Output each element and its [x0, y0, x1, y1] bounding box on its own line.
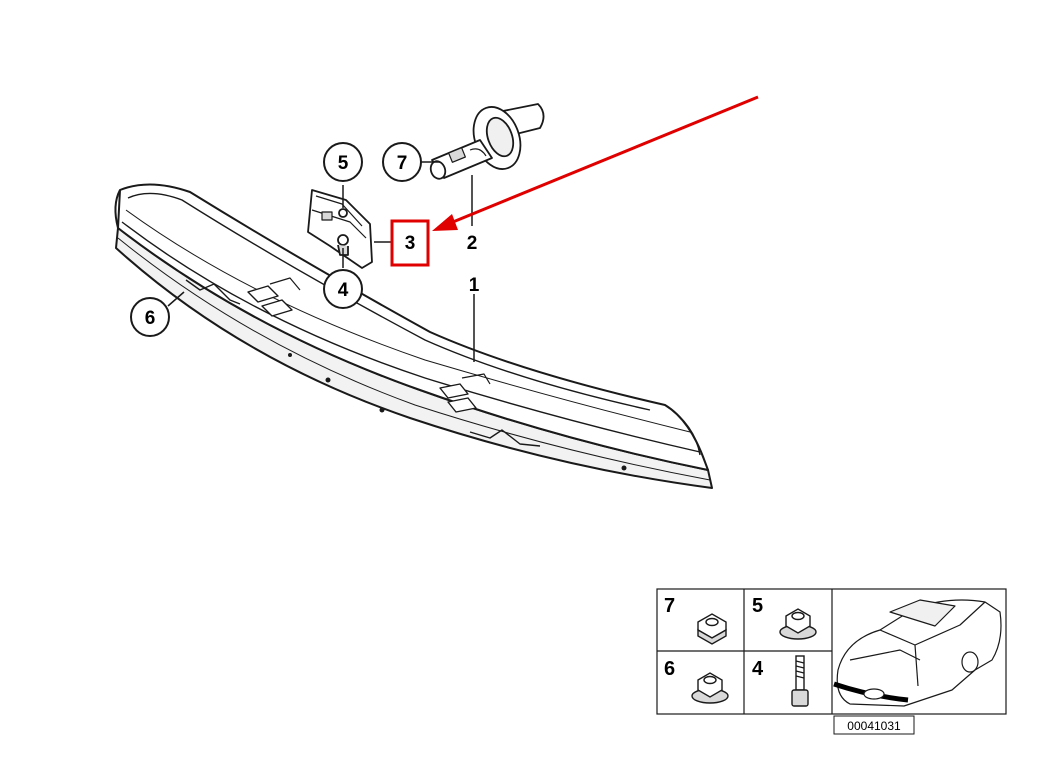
- callout-6: 6: [130, 297, 170, 337]
- legend-4-label: 4: [752, 658, 764, 680]
- highlight-box: [390, 219, 430, 267]
- arrow-head-icon: [432, 214, 458, 231]
- callout-4: 4: [323, 269, 363, 309]
- bracket: [307, 189, 373, 269]
- legend-5-label: 5: [752, 595, 763, 617]
- diagram-code-box: 00041031: [833, 715, 915, 735]
- callout-6-label: 6: [145, 308, 156, 329]
- highlight-annotation: [390, 95, 759, 267]
- flange-nut-icon: [691, 672, 729, 704]
- callout-7: 7: [382, 142, 422, 182]
- callout-1-label: 1: [469, 275, 480, 296]
- legend-cell-6: 6: [664, 658, 729, 704]
- callout-5-label: 5: [338, 153, 349, 174]
- arrow-shaft: [447, 95, 759, 226]
- legend-6-label: 6: [664, 658, 675, 680]
- flange-nut-icon: [779, 608, 817, 640]
- callout-5: 5: [323, 142, 363, 182]
- legend-cell-7: 7: [664, 595, 727, 645]
- callout-7-label: 7: [397, 153, 408, 174]
- legend-cell-4: 4: [752, 655, 809, 707]
- stud-bolt-icon: [791, 655, 809, 707]
- callout-3-label: 3: [405, 233, 416, 254]
- strut-tube: [429, 103, 545, 180]
- bumper-carrier: [114, 183, 713, 489]
- callout-4-label: 4: [338, 280, 349, 301]
- legend-7-label: 7: [664, 595, 675, 617]
- diagram-code-label: 00041031: [847, 719, 901, 733]
- car-location-icon: [833, 599, 1002, 707]
- leader-lines: [167, 161, 475, 362]
- hex-nut-icon: [697, 613, 727, 645]
- legend-cell-5: 5: [752, 595, 817, 640]
- callout-2-label: 2: [467, 233, 478, 254]
